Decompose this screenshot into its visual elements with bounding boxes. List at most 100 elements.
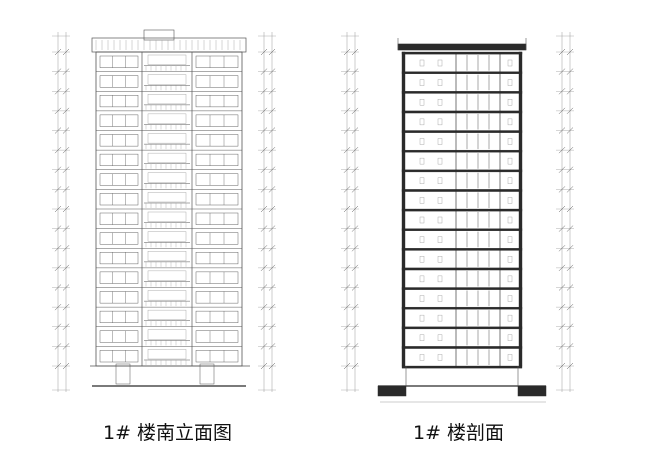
level-tick [62,68,70,75]
level-tick [351,323,359,330]
balcony-door [147,309,187,320]
level-tick [566,186,574,193]
level-tick [343,48,351,56]
floor-slab [401,91,523,94]
floor-slab [401,208,523,212]
door-mark [437,79,443,86]
door-mark [507,256,513,263]
level-tick [343,362,351,370]
basement-block [377,385,407,397]
level-tick [351,362,359,370]
door-mark [437,197,443,204]
level-tick [343,225,351,232]
door-mark [419,256,425,263]
door-mark [507,354,513,361]
level-tick [351,205,359,213]
door-mark [419,275,425,283]
door-mark [437,334,443,341]
window-frame [195,310,239,323]
floor-slab [401,149,523,153]
floor-slab [401,110,523,114]
window-frame [99,350,139,363]
level-tick [566,127,574,134]
basement-block [517,385,547,397]
level-tick [62,127,70,134]
door-mark [419,295,425,302]
level-tick [343,166,351,173]
floor-slab [401,189,523,192]
level-tick [54,68,62,75]
window-frame [99,95,139,108]
level-tick [62,303,70,311]
level-tick [268,323,276,330]
floor-slab [401,326,523,330]
level-tick [566,264,574,272]
balcony-door [147,54,187,65]
level-tick [268,68,276,75]
level-tick [54,225,62,232]
level-tick [558,362,566,370]
level-tick [54,166,62,173]
level-tick [260,205,268,213]
level-tick [558,245,566,252]
level-tick [351,146,359,154]
door-mark [419,216,425,224]
level-tick [351,343,359,350]
door-mark [419,197,425,204]
door-mark [419,79,425,86]
balcony-door [147,290,187,301]
level-tick [62,205,70,213]
level-tick [351,107,359,115]
level-tick [62,48,70,56]
door-mark [507,216,513,224]
level-tick [260,146,268,154]
floor-slab [401,287,523,290]
level-tick [54,205,62,213]
level-tick [558,186,566,193]
level-tick [566,88,574,95]
window-frame [195,330,239,343]
balcony-door [147,113,187,124]
door-mark [437,59,443,67]
floor-slab [401,267,523,271]
door-mark [419,314,425,322]
level-tick [343,245,351,252]
level-tick [54,343,62,350]
level-tick [558,166,566,173]
door-mark [507,334,513,341]
floor-slab [401,51,523,55]
window-frame [195,134,239,147]
level-tick [558,323,566,330]
window-frame [195,212,239,225]
level-tick [566,362,574,370]
level-tick [260,343,268,350]
level-tick [62,362,70,370]
floor-slab [401,346,523,349]
level-tick [62,186,70,193]
section-caption: 1# 楼剖面 [413,422,505,444]
door-mark [437,314,443,322]
door-mark [419,236,425,243]
window-frame [99,193,139,206]
level-tick [260,166,268,173]
door-mark [419,118,425,126]
level-tick [268,362,276,370]
level-tick [54,362,62,370]
door-mark [437,236,443,243]
level-tick [351,186,359,193]
level-tick [351,68,359,75]
door-mark [507,118,513,126]
door-mark [419,354,425,361]
door-mark [507,99,513,106]
level-tick [54,107,62,115]
level-tick [351,264,359,272]
level-tick [566,343,574,350]
window-frame [195,252,239,265]
level-tick [260,323,268,330]
level-tick [62,88,70,95]
door-mark [437,118,443,126]
balcony-door [147,152,187,163]
level-tick [351,245,359,252]
door-mark [437,216,443,224]
floor-slab [401,130,523,133]
